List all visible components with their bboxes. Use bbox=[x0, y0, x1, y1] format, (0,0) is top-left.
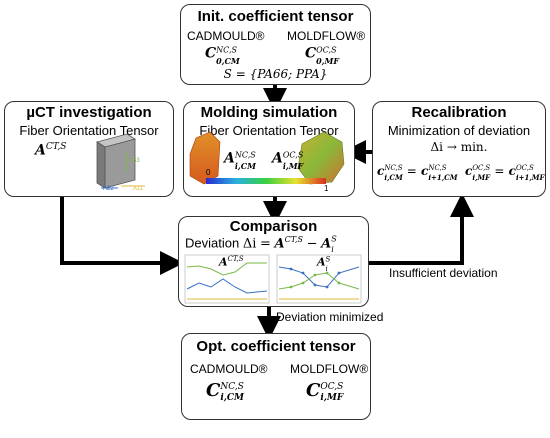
molding-title: Molding simulation bbox=[200, 104, 338, 121]
molding-simulation-figure bbox=[189, 131, 345, 185]
init-title: Init. coefficient tensor bbox=[197, 8, 354, 25]
muct-title: µCT investigation bbox=[26, 104, 152, 121]
init-coefficient-box: Init. coefficient tensor CADMOULD® MOLDF… bbox=[180, 4, 371, 85]
opt-moldflow-label: MOLDFLOW® bbox=[290, 362, 369, 376]
molding-subtitle: Fiber Orientation Tensor bbox=[199, 123, 339, 138]
recal-goal: Δi → min. bbox=[430, 140, 488, 154]
init-cadmould-label: CADMOULD® bbox=[187, 29, 265, 43]
recal-title: Recalibration bbox=[411, 104, 507, 121]
muct-axis-a11: A11 bbox=[133, 186, 144, 192]
recalibration-box: Recalibration Minimization of deviation … bbox=[372, 101, 546, 197]
comparison-title: Comparison bbox=[229, 218, 318, 235]
init-set-text: S = {PA66; PPA} bbox=[223, 67, 328, 81]
comparison-plots bbox=[184, 254, 362, 304]
arrow-muct-to-comparison bbox=[60, 197, 184, 275]
muct-specimen-figure bbox=[96, 133, 145, 189]
recal-subtitle: Minimization of deviation bbox=[387, 123, 531, 138]
muct-axis-a33: A33 bbox=[129, 158, 140, 164]
insufficient-deviation-label: Insufficient deviation bbox=[389, 266, 498, 280]
molding-box: Molding simulation Fiber Orientation Ten… bbox=[183, 101, 355, 197]
muct-tensor: ACT,S bbox=[35, 142, 67, 159]
init-moldflow-label: MOLDFLOW® bbox=[287, 29, 366, 43]
opt-coefficient-box: Opt. coefficient tensor CADMOULD® MOLDFL… bbox=[181, 333, 371, 420]
opt-cadmould-label: CADMOULD® bbox=[190, 362, 268, 376]
muct-box: µCT investigation Fiber Orientation Tens… bbox=[4, 101, 174, 197]
deviation-minimized-label: Deviation minimized bbox=[276, 310, 384, 324]
molding-scale-max: 1 bbox=[324, 184, 329, 193]
comparison-plot1-label: ACT,S bbox=[219, 255, 244, 269]
arrow-comparison-to-recal bbox=[368, 193, 474, 265]
muct-subtitle: Fiber Orientation Tensor bbox=[19, 123, 159, 138]
molding-scale-min: 0 bbox=[206, 168, 211, 177]
opt-title: Opt. coefficient tensor bbox=[196, 338, 356, 355]
muct-axis-a22: A22 bbox=[103, 186, 114, 192]
